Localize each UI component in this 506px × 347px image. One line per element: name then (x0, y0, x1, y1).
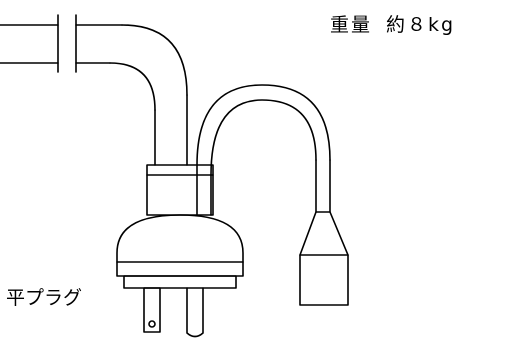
plug-body (116, 214, 244, 289)
plug-type-label: 平プラグ (6, 287, 83, 309)
plug-collar (146, 164, 214, 216)
appliance-connector (299, 211, 349, 306)
weight-label: 重量 (330, 14, 373, 36)
weight-value: 約８kg (386, 14, 456, 36)
plug-pins (143, 287, 204, 338)
weight-spec: 重量約８kg (330, 10, 455, 37)
main-cable (0, 24, 188, 166)
loop-cable (196, 84, 331, 216)
cable-break-mark (57, 14, 77, 73)
